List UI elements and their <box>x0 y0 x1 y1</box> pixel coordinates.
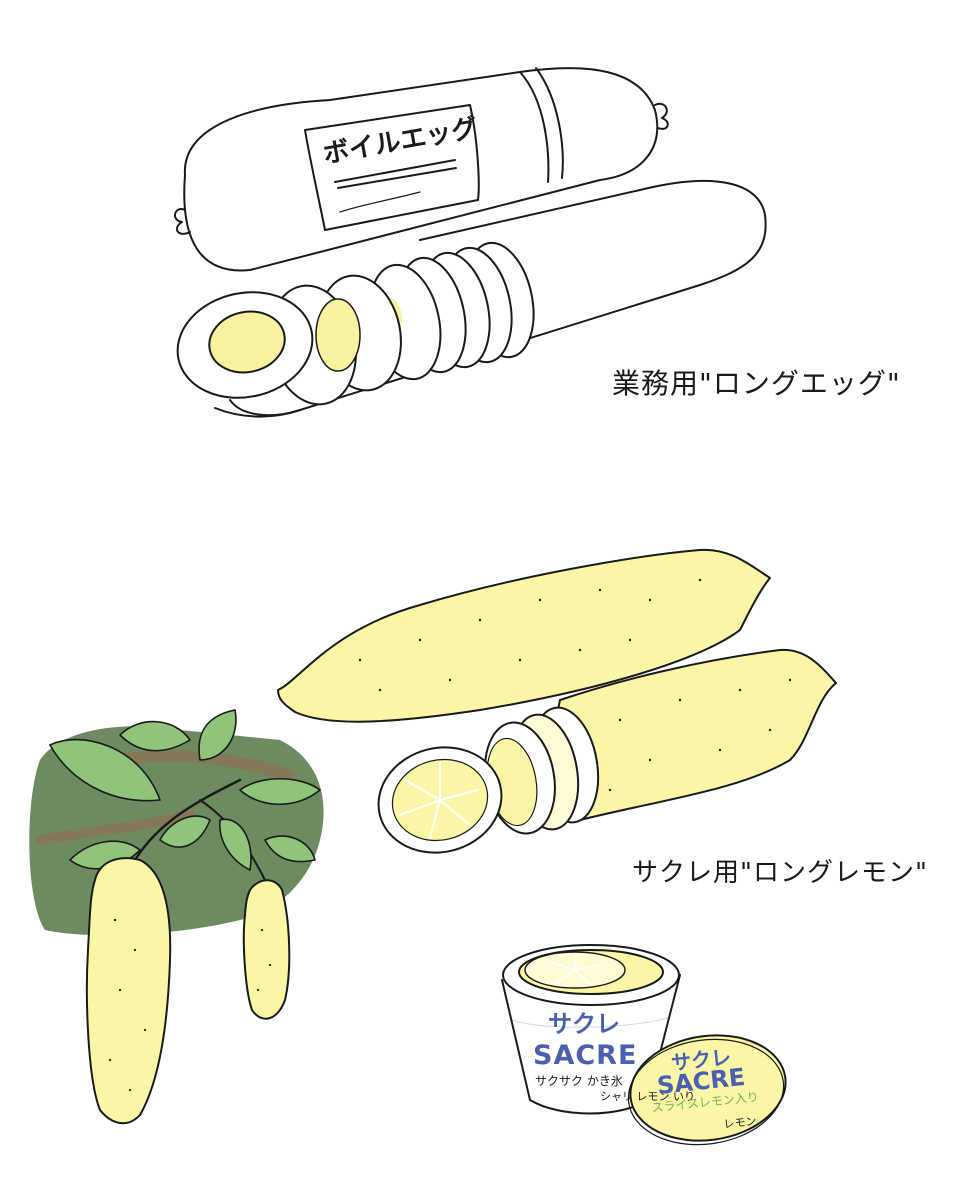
caption-long-egg: 業務用"ロングエッグ" <box>612 367 901 400</box>
long-lemon-illustration <box>277 548 837 854</box>
lid-flavor: レモン <box>723 1115 757 1131</box>
lemon-branch-illustration <box>29 709 324 1125</box>
cup-desc-left: サクサク かき氷 <box>535 1074 623 1088</box>
branch-lemon-large <box>85 857 172 1125</box>
lemon-back <box>277 548 771 723</box>
caption-long-lemon: サクレ用"ロングレモン" <box>632 858 928 888</box>
cup-brand-kana: サクレ <box>548 1010 620 1038</box>
branch-lemon-small <box>242 879 291 1020</box>
long-egg-illustration <box>174 67 767 418</box>
sacre-lid-illustration <box>627 1034 787 1146</box>
cup-desc-right: シャリ レモン いり <box>600 1090 695 1103</box>
cup-brand-latin: SACRE <box>533 1040 637 1071</box>
